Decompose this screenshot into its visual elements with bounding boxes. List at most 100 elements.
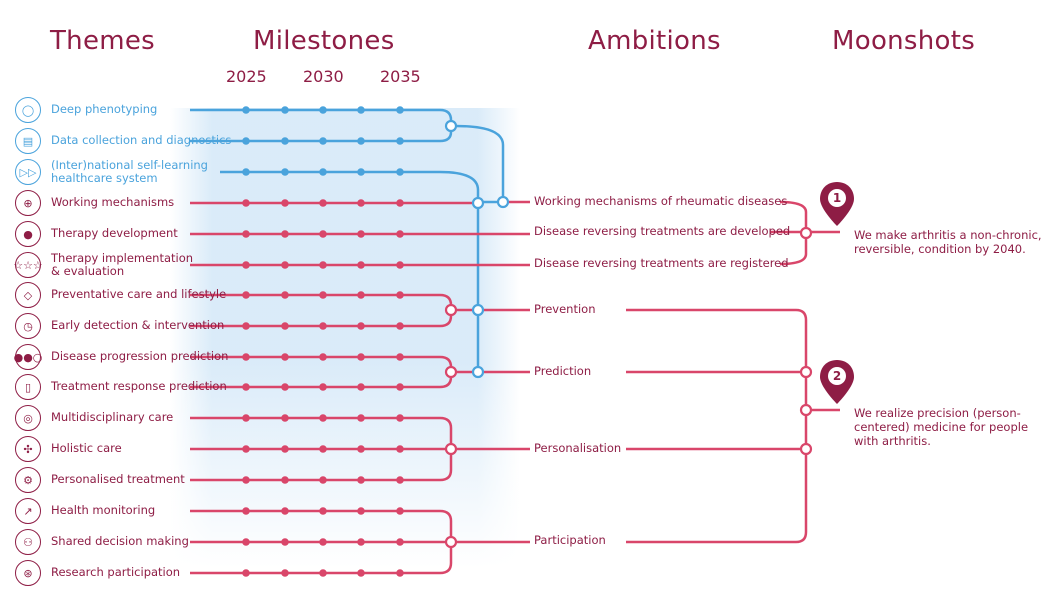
milestone-dot bbox=[357, 291, 365, 299]
milestone-dot bbox=[281, 261, 289, 269]
ambition-label: Disease reversing treatments are registe… bbox=[534, 256, 789, 270]
stars-icon: ☆☆☆ bbox=[13, 252, 43, 278]
milestone-dot bbox=[396, 353, 404, 361]
ambition-label: Disease reversing treatments are develop… bbox=[534, 224, 791, 238]
ambition-label: Participation bbox=[534, 533, 606, 547]
data-icon: ▤ bbox=[15, 128, 41, 154]
milestone-dot bbox=[242, 230, 250, 238]
milestone-dot bbox=[319, 383, 327, 391]
milestone-dot bbox=[319, 137, 327, 145]
drop-icon: ● bbox=[15, 221, 41, 247]
theme-label: Therapy development bbox=[51, 226, 178, 240]
junction-node bbox=[471, 365, 485, 379]
milestone-dot bbox=[281, 414, 289, 422]
milestone-dot bbox=[281, 137, 289, 145]
milestone-dot bbox=[396, 569, 404, 577]
milestone-dot bbox=[242, 137, 250, 145]
milestone-dot bbox=[357, 383, 365, 391]
network-icon: ✣ bbox=[15, 436, 41, 462]
theme-label: Health monitoring bbox=[51, 503, 156, 517]
milestones-header: Milestones bbox=[253, 26, 395, 56]
milestone-dot bbox=[319, 322, 327, 330]
theme-label: (Inter)national self-learning healthcare… bbox=[51, 158, 208, 185]
milestone-dot bbox=[319, 230, 327, 238]
people-icon: ⚇ bbox=[15, 529, 41, 555]
milestone-dot bbox=[242, 569, 250, 577]
milestone-dot bbox=[242, 261, 250, 269]
bin-icon: ▯ bbox=[15, 374, 41, 400]
milestone-dot bbox=[357, 538, 365, 546]
moonshot-number-2: 2 bbox=[828, 367, 846, 385]
junction-node bbox=[444, 119, 458, 133]
junction-node bbox=[799, 403, 813, 417]
milestone-dot bbox=[319, 168, 327, 176]
milestone-dot bbox=[357, 322, 365, 330]
clock-icon: ◷ bbox=[15, 313, 41, 339]
milestone-dot bbox=[396, 106, 404, 114]
dots-icon: ●●○ bbox=[14, 344, 42, 370]
milestone-dot bbox=[281, 168, 289, 176]
year-2030: 2030 bbox=[303, 67, 344, 86]
milestone-dot bbox=[319, 569, 327, 577]
ambition-label: Prevention bbox=[534, 302, 596, 316]
milestone-dot bbox=[396, 414, 404, 422]
theme-label: Data collection and diagnostics bbox=[51, 133, 232, 147]
milestone-dot bbox=[281, 538, 289, 546]
shield-icon: ◇ bbox=[15, 282, 41, 308]
theme-label: Holistic care bbox=[51, 441, 122, 455]
milestone-dot bbox=[357, 445, 365, 453]
milestone-dot bbox=[281, 291, 289, 299]
milestone-dot bbox=[281, 383, 289, 391]
theme-label: Therapy implementation & evaluation bbox=[51, 251, 194, 278]
milestone-dot bbox=[281, 322, 289, 330]
junction-node bbox=[799, 365, 813, 379]
phenotyping-icon: ◯ bbox=[15, 97, 41, 123]
merge-line bbox=[439, 170, 480, 372]
theme-label: Personalised treatment bbox=[51, 472, 185, 486]
moonshot-text-1: We make arthritis a non-chronic, reversi… bbox=[854, 228, 1042, 256]
milestone-dot bbox=[357, 230, 365, 238]
junction-node bbox=[444, 442, 458, 456]
moonshot-pin-2: 2 bbox=[818, 358, 856, 406]
milestone-dot bbox=[281, 230, 289, 238]
milestone-dot bbox=[242, 199, 250, 207]
theme-label: Research participation bbox=[51, 565, 181, 579]
milestone-dot bbox=[396, 322, 404, 330]
junction-node bbox=[444, 535, 458, 549]
milestone-dot bbox=[242, 322, 250, 330]
milestone-dot bbox=[396, 261, 404, 269]
year-2035: 2035 bbox=[380, 67, 421, 86]
globe-icon: ⊛ bbox=[15, 560, 41, 586]
fast-forward-icon: ▷▷ bbox=[15, 159, 41, 185]
milestone-dot bbox=[396, 507, 404, 515]
milestone-dot bbox=[319, 538, 327, 546]
milestone-dot bbox=[319, 106, 327, 114]
ambition-label: Prediction bbox=[534, 364, 592, 378]
ambition-label: Personalisation bbox=[534, 441, 622, 455]
themes-header: Themes bbox=[50, 26, 156, 56]
gears-icon: ⚙ bbox=[15, 467, 41, 493]
theme-label: Treatment response prediction bbox=[51, 379, 227, 393]
milestone-dot bbox=[357, 353, 365, 361]
milestone-dot bbox=[242, 476, 250, 484]
junction-node bbox=[496, 195, 510, 209]
moonshot-number-1: 1 bbox=[828, 189, 846, 207]
junction-node bbox=[799, 226, 813, 240]
milestone-dot bbox=[242, 383, 250, 391]
theme-label: Preventative care and lifestyle bbox=[51, 287, 227, 301]
merge-line bbox=[455, 124, 505, 202]
milestone-dot bbox=[396, 538, 404, 546]
milestone-dot bbox=[281, 569, 289, 577]
moonshot-text-2: We realize precision (person- centered) … bbox=[854, 406, 1029, 448]
milestone-dot bbox=[281, 445, 289, 453]
moonshot-pin-1: 1 bbox=[818, 180, 856, 228]
milestone-dot bbox=[242, 353, 250, 361]
junction-node bbox=[471, 303, 485, 317]
milestone-dot bbox=[319, 476, 327, 484]
milestone-dot bbox=[357, 106, 365, 114]
milestone-dot bbox=[396, 383, 404, 391]
milestone-dot bbox=[319, 291, 327, 299]
junction-node bbox=[471, 196, 485, 210]
theme-label: Multidisciplinary care bbox=[51, 410, 174, 424]
